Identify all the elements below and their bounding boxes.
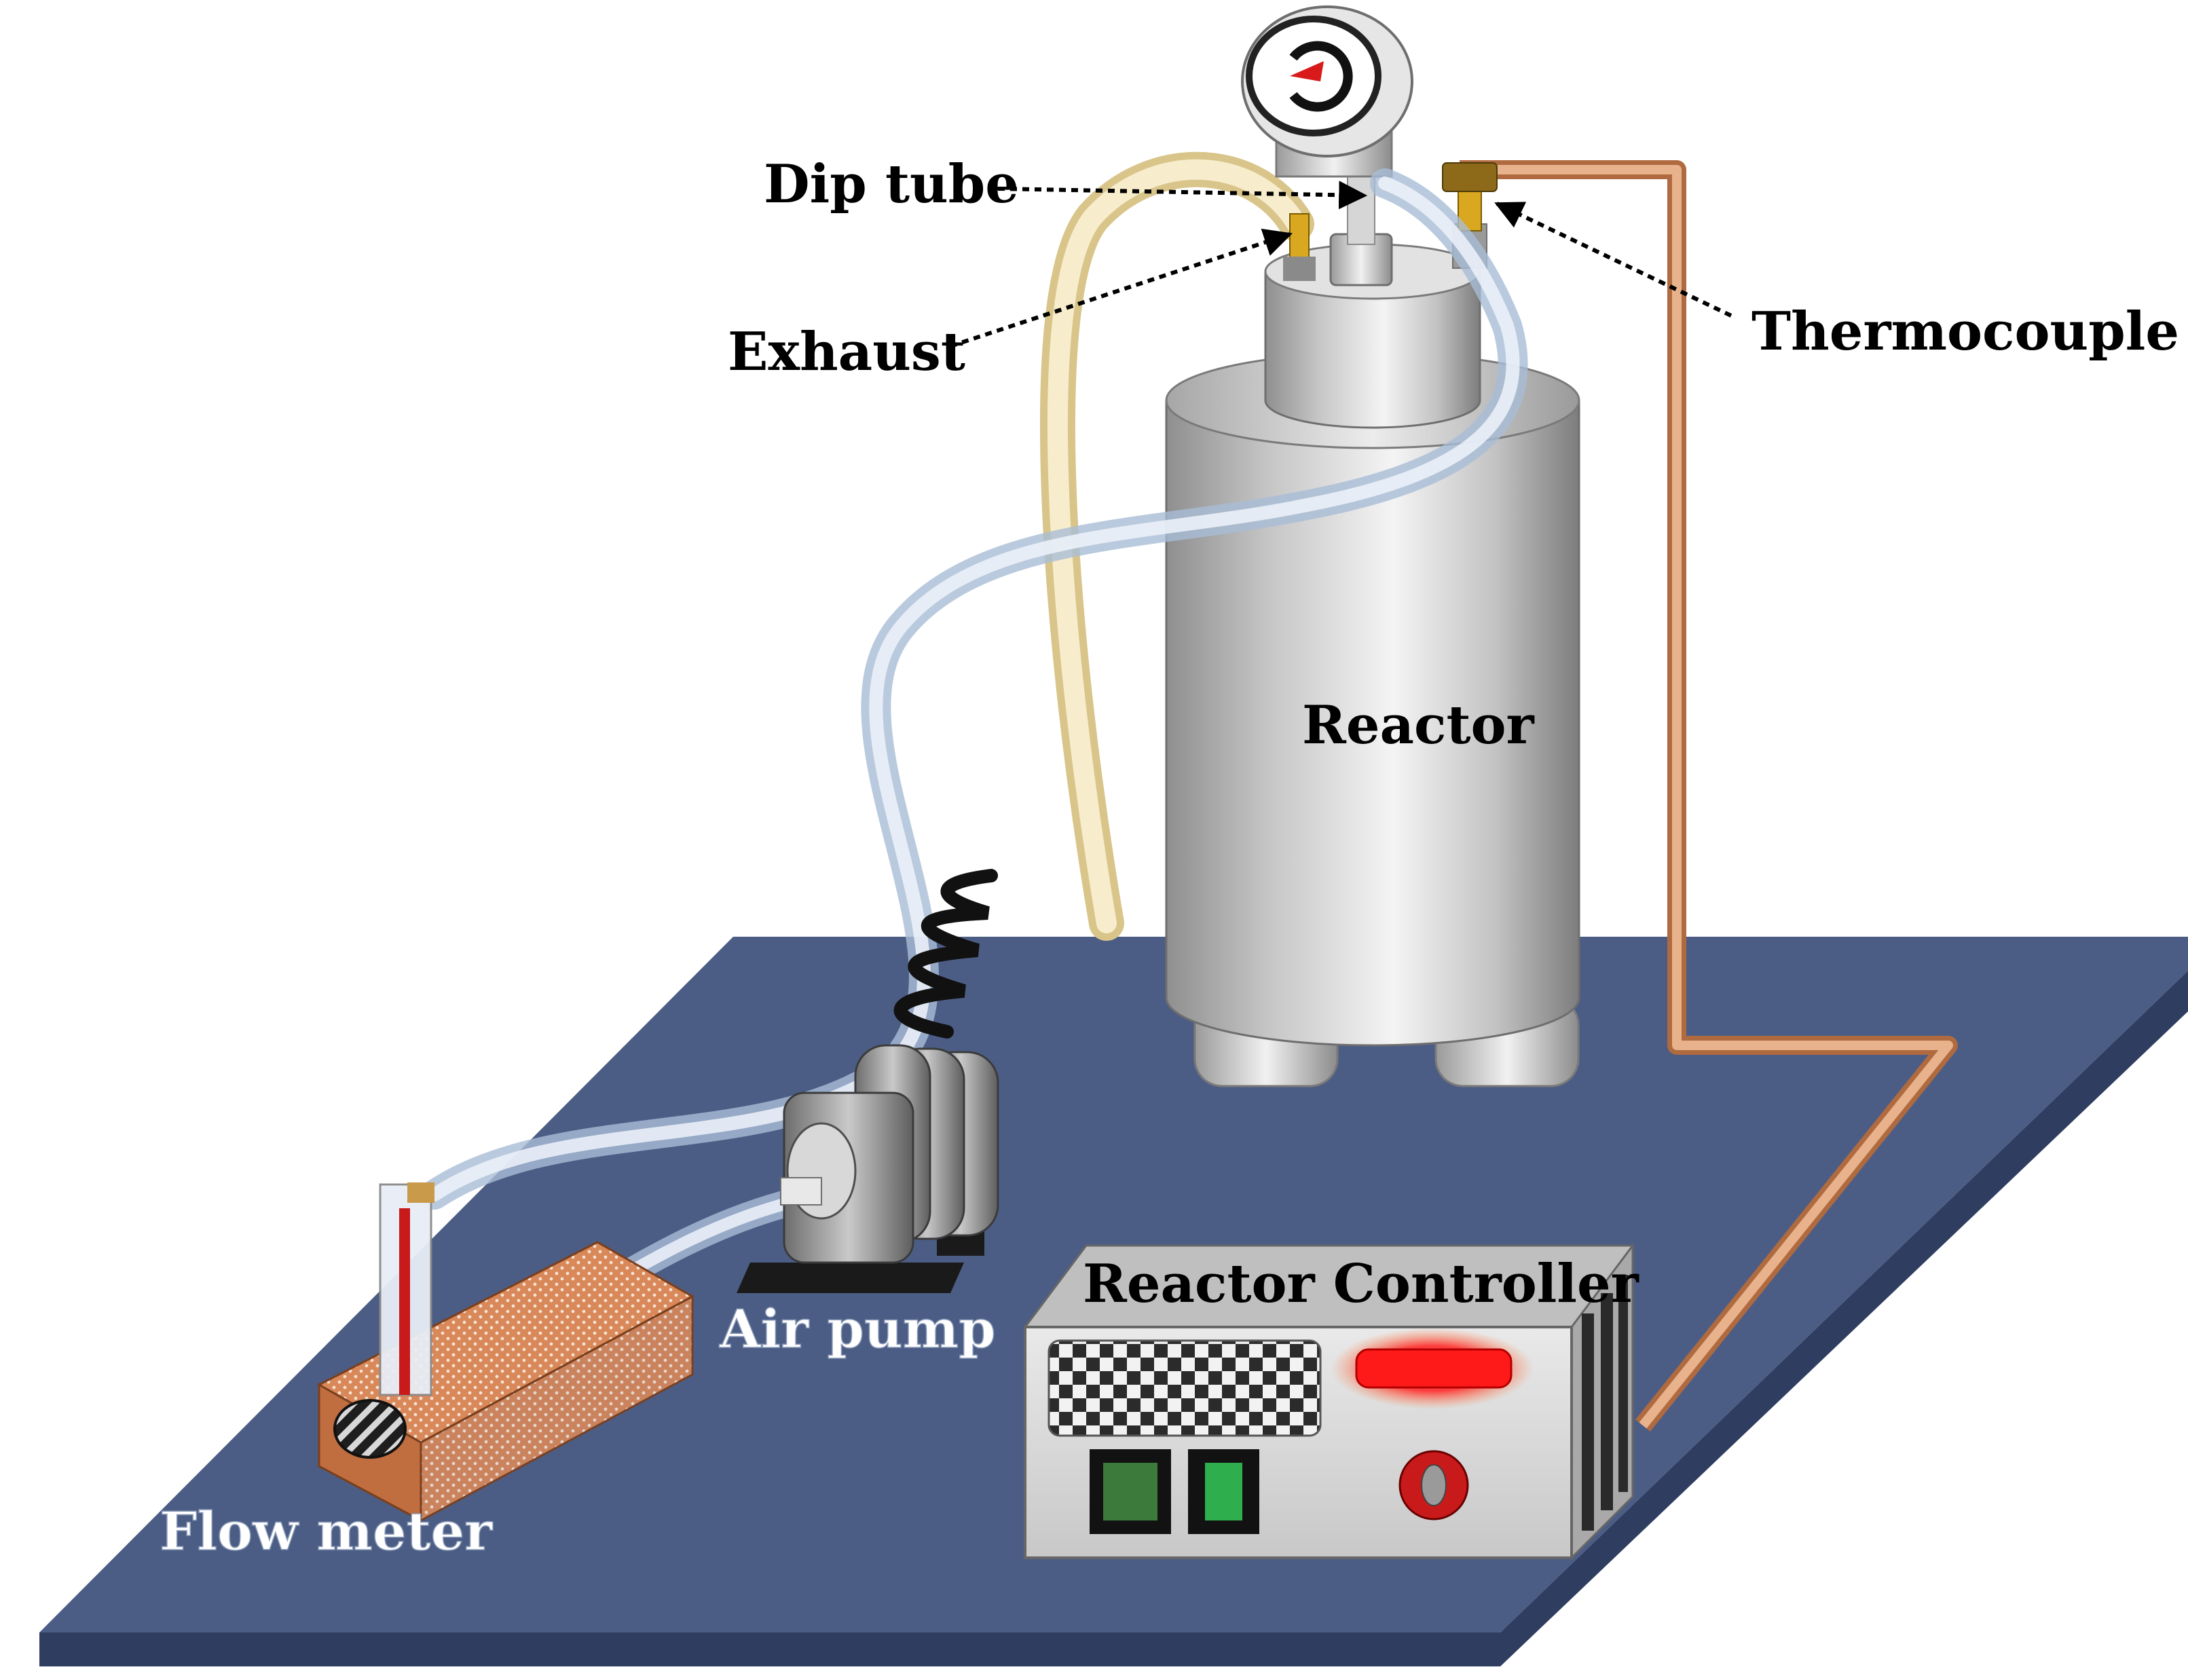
flow-meter-knob bbox=[333, 1399, 407, 1459]
exhaust-leader bbox=[950, 228, 1293, 348]
reactor-lid bbox=[1264, 270, 1481, 429]
label-dip-tube: Dip tube bbox=[764, 153, 1019, 215]
label-reactor: Reactor bbox=[1302, 694, 1535, 756]
air-pump bbox=[737, 869, 999, 1293]
indicator-lamp-icon bbox=[1355, 1348, 1513, 1389]
leader-lines bbox=[950, 181, 1732, 348]
exhaust-port bbox=[1289, 213, 1310, 262]
reactor-body bbox=[1165, 399, 1580, 1047]
controller-side-vents bbox=[1582, 1275, 1628, 1531]
controller-knob bbox=[1398, 1450, 1469, 1520]
controller-display-grid bbox=[1047, 1339, 1322, 1437]
power-switch-icon bbox=[1090, 1449, 1259, 1534]
dip-tube-leader bbox=[997, 181, 1368, 210]
exhaust-hose bbox=[1040, 151, 1314, 941]
label-flow-meter: Flow meter bbox=[160, 1501, 493, 1563]
label-air-pump: Air pump bbox=[719, 1299, 996, 1360]
reactor-controller bbox=[1023, 1242, 1634, 1561]
label-exhaust: Exhaust bbox=[728, 321, 965, 383]
pump-power-cord bbox=[893, 869, 998, 1039]
label-thermocouple: Thermocouple bbox=[1751, 301, 2179, 362]
thermocouple-leader bbox=[1494, 202, 1732, 318]
thermocouple-wire bbox=[1460, 160, 1958, 1432]
pressure-gauge-icon bbox=[1241, 5, 1413, 178]
platform-edge bbox=[39, 971, 2188, 1666]
labels: Dip tube Exhaust Thermocouple Reactor Re… bbox=[159, 153, 2179, 1563]
label-reactor-controller: Reactor Controller bbox=[1083, 1253, 1639, 1315]
flow-meter bbox=[316, 1182, 695, 1523]
